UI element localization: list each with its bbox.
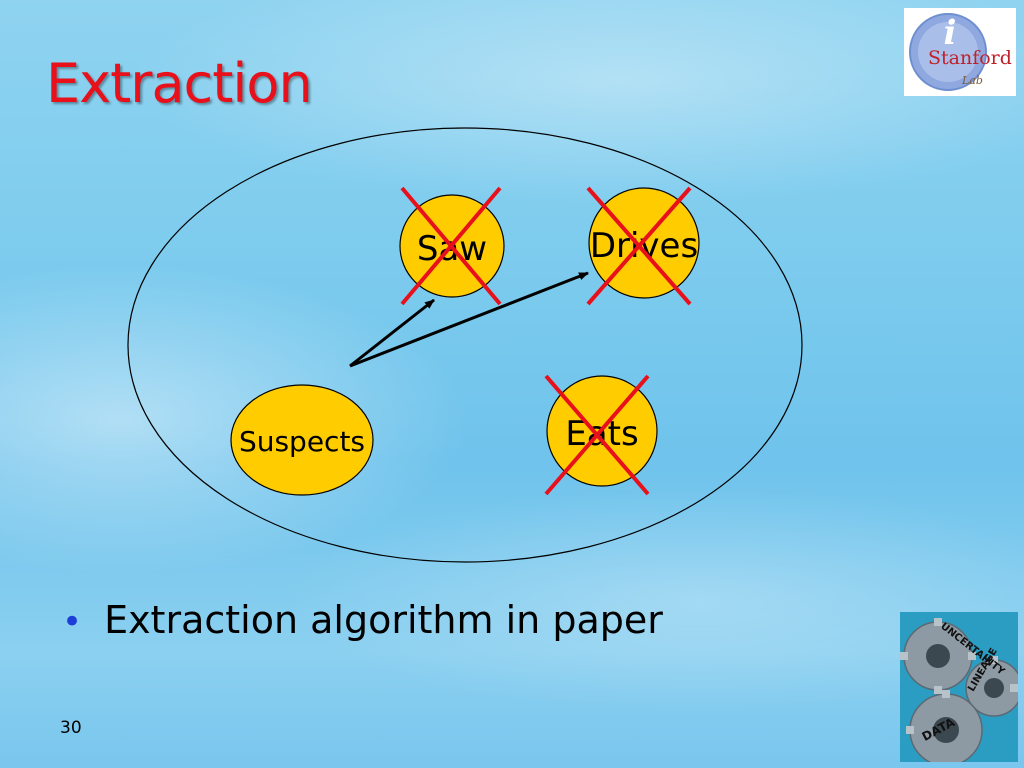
- svg-text:i: i: [944, 13, 957, 53]
- node-saw-cross: [400, 186, 502, 306]
- node-eats: Eats: [544, 374, 658, 496]
- bullet-item: • Extraction algorithm in paper: [62, 598, 663, 642]
- edge-suspects-saw: [349, 298, 435, 368]
- edge-suspects-drives: [349, 271, 589, 368]
- node-drives-label: Drives: [590, 226, 698, 266]
- stanford-logo-subtext: Lab: [961, 74, 983, 87]
- slide-title: Extraction: [46, 52, 313, 115]
- node-drives-cross: [586, 186, 692, 306]
- stanford-infolab-logo-icon: i Stanford Lab: [904, 8, 1016, 96]
- slide-number: 30: [60, 718, 82, 738]
- node-suspects: Suspects: [230, 384, 374, 496]
- stanford-logo-text: Stanford: [928, 47, 1012, 69]
- query-boundary-ellipse: [127, 127, 803, 563]
- node-suspects-label: Suspects: [239, 425, 365, 458]
- bullet-text: Extraction algorithm in paper: [104, 598, 663, 642]
- gears-logo-icon: UNCERTAINTY LINEAGE DATA: [900, 612, 1018, 762]
- node-eats-cross: [544, 374, 650, 496]
- node-drives: Drives: [586, 186, 700, 306]
- node-saw: Saw: [399, 186, 505, 306]
- bullet-dot-icon: •: [62, 602, 83, 642]
- node-eats-label: Eats: [565, 414, 638, 454]
